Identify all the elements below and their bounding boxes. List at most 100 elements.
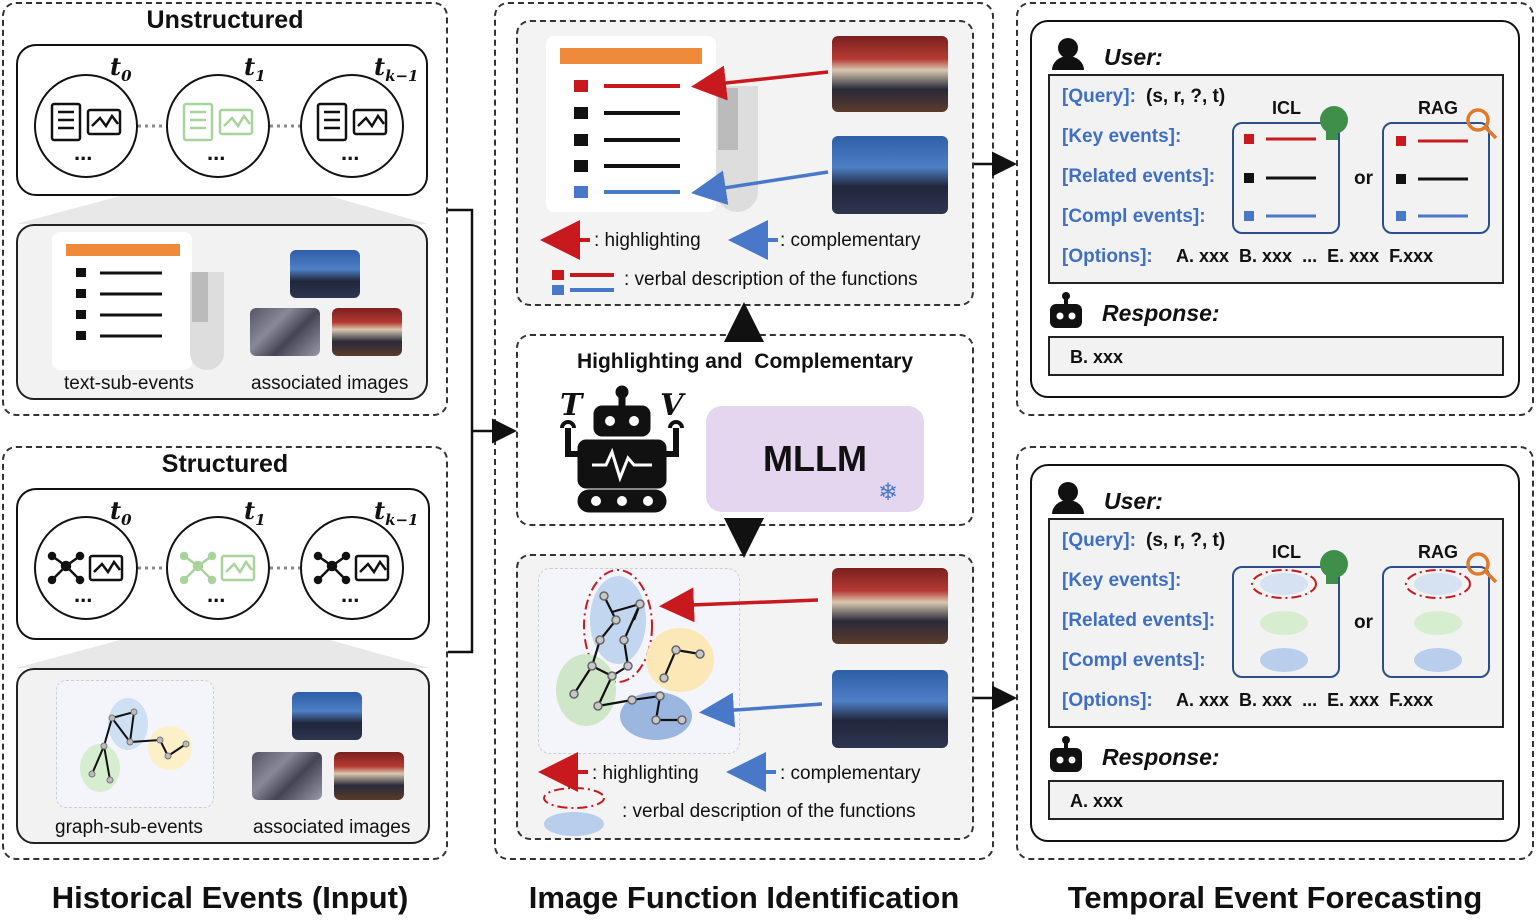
doc-image-icon bbox=[182, 102, 254, 142]
mllm-label: MLLM bbox=[763, 438, 867, 479]
response-box-2 bbox=[1048, 780, 1504, 820]
related-events-label: [Related events]: bbox=[1062, 166, 1216, 187]
icl-ellipse-icon bbox=[1251, 569, 1317, 672]
snowflake-icon: ❄ bbox=[878, 479, 899, 506]
legend-verbal-description: : verbal description of the functions bbox=[622, 801, 916, 822]
legend-complementary: : complementary bbox=[780, 763, 921, 784]
document-list-icon bbox=[574, 80, 680, 198]
unstructured-title: Unstructured bbox=[146, 6, 304, 34]
user-label: User: bbox=[1104, 44, 1163, 70]
forecast-panel-1 bbox=[1016, 2, 1534, 416]
compl-events-label: [Compl events]: bbox=[1062, 650, 1206, 671]
historical-events-title: Historical Events (Input) bbox=[51, 880, 409, 915]
graph-image-icon bbox=[47, 551, 124, 585]
compl-events-label: [Compl events]: bbox=[1062, 206, 1206, 227]
complement-arrow bbox=[699, 692, 823, 728]
graph-sub-events-label: graph-sub-events bbox=[55, 817, 203, 838]
icl-box bbox=[1232, 122, 1340, 234]
timestamp-t0: t0 bbox=[110, 52, 132, 85]
key-events-label: [Key events]: bbox=[1062, 570, 1182, 591]
options-value: A. xxx B. xxx ... E. xxx F.xxx bbox=[1176, 690, 1434, 710]
brain-icon bbox=[1320, 106, 1348, 584]
photo-crowd bbox=[250, 308, 320, 356]
model-panel-title: Highlighting and Complementary bbox=[576, 350, 913, 373]
legend-dashed-ellipse bbox=[543, 787, 605, 809]
structured-node-t1 bbox=[166, 516, 270, 620]
timestamp-t0: t0 bbox=[110, 496, 132, 529]
scrollbar-thumb bbox=[192, 272, 208, 322]
image-function-identification-title: Image Function Identification bbox=[528, 880, 960, 915]
photo-speech bbox=[832, 36, 948, 112]
robot-icon bbox=[1050, 292, 1082, 772]
query-key: [Query]: bbox=[1062, 530, 1136, 551]
highlight-arrow bbox=[659, 587, 819, 623]
zoom-trapezoid bbox=[16, 640, 430, 668]
timestamp-t1: t1 bbox=[244, 52, 266, 85]
legend-verbal-icon bbox=[552, 270, 614, 295]
structured-node-tk bbox=[300, 516, 404, 620]
unstructured-panel bbox=[2, 2, 448, 416]
photo-leaders bbox=[832, 670, 948, 748]
rag-list-icon bbox=[1396, 136, 1468, 221]
query-value: (s, r, ?, t) bbox=[1146, 530, 1226, 551]
user-icon bbox=[1052, 38, 1084, 514]
graph-image-icon bbox=[313, 551, 390, 585]
timestamp-tk: tk−1 bbox=[374, 52, 419, 85]
forecast-panel-2 bbox=[1016, 446, 1534, 860]
options-key: [Options]: bbox=[1062, 246, 1153, 267]
ellipsis: ... bbox=[207, 582, 226, 607]
associated-images-label: associated images bbox=[251, 373, 409, 394]
legend-highlighting: : highlighting bbox=[592, 763, 699, 784]
structured-panel bbox=[2, 446, 448, 860]
or-label: or bbox=[1354, 168, 1373, 189]
legend-complementary: : complementary bbox=[780, 230, 921, 251]
graph-sub-events-icon bbox=[80, 698, 192, 792]
text-sub-events-label: text-sub-events bbox=[64, 373, 194, 394]
icl-label: ICL bbox=[1272, 542, 1301, 562]
legend-blue-ellipse bbox=[544, 812, 604, 836]
graph-image-icon bbox=[179, 551, 256, 585]
or-label: or bbox=[1354, 612, 1373, 633]
icl-label: ICL bbox=[1272, 98, 1301, 118]
document-header-bar bbox=[66, 244, 180, 256]
legend-verbal-description: : verbal description of the functions bbox=[624, 269, 918, 290]
highlight-arrow bbox=[691, 65, 829, 101]
options-value: A. xxx B. xxx ... E. xxx F.xxx bbox=[1176, 246, 1434, 266]
ellipsis: ... bbox=[341, 140, 360, 165]
timeline-connectors bbox=[138, 124, 300, 570]
unstructured-node-t1 bbox=[166, 74, 270, 178]
icl-list-icon bbox=[1244, 134, 1316, 221]
rag-label: RAG bbox=[1418, 542, 1458, 562]
highlighted-graph bbox=[556, 569, 714, 740]
photo-leaders bbox=[290, 250, 360, 298]
unstructured-node-tk bbox=[300, 74, 404, 178]
response-box-1 bbox=[1048, 336, 1504, 376]
key-events-label: [Key events]: bbox=[1062, 126, 1182, 147]
photo-speech bbox=[334, 752, 404, 800]
options-key: [Options]: bbox=[1062, 690, 1153, 711]
ellipsis: ... bbox=[341, 582, 360, 607]
photo-speech bbox=[332, 308, 402, 356]
user-label: User: bbox=[1104, 488, 1163, 514]
scrollbar-thumb bbox=[718, 88, 738, 150]
ellipsis: ... bbox=[207, 140, 226, 165]
photo-crowd bbox=[252, 752, 322, 800]
legend-highlighting: : highlighting bbox=[594, 230, 701, 251]
response-value: A. xxx bbox=[1070, 791, 1124, 811]
associated-images-label: associated images bbox=[253, 817, 411, 838]
rag-label: RAG bbox=[1418, 98, 1458, 118]
robot-label-v: V bbox=[660, 388, 684, 423]
timestamp-t1: t1 bbox=[244, 496, 266, 529]
zoom-trapezoid bbox=[16, 196, 428, 224]
unstructured-node-t0 bbox=[34, 74, 138, 178]
rag-box bbox=[1382, 566, 1490, 678]
photo-leaders bbox=[832, 136, 948, 214]
related-events-label: [Related events]: bbox=[1062, 610, 1216, 631]
ellipsis: ... bbox=[74, 582, 93, 607]
photo-speech bbox=[832, 568, 948, 644]
structured-node-t0 bbox=[34, 516, 138, 620]
robot-label-t: T bbox=[560, 388, 583, 423]
complement-arrow bbox=[691, 170, 829, 206]
ellipsis: ... bbox=[74, 140, 93, 165]
